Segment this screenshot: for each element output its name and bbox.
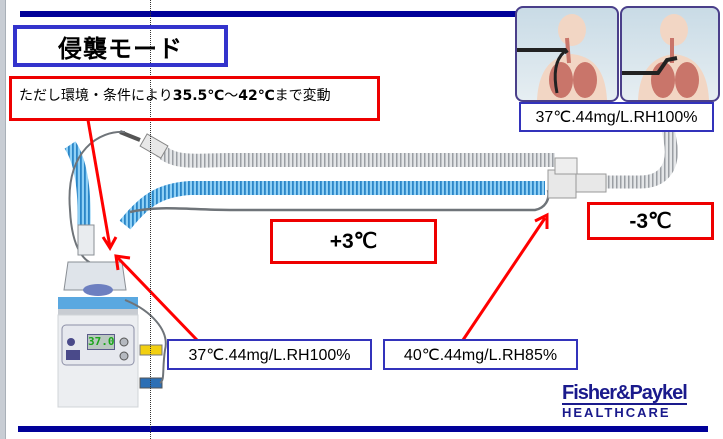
patient-anatomy-icon xyxy=(622,14,709,100)
patient-condition-label: 37℃.44mg/L.RH100% xyxy=(519,102,714,132)
humidifier xyxy=(57,224,139,408)
fisher-paykel-logo: Fisher&Paykel HEALTHCARE xyxy=(562,383,712,423)
y-piece xyxy=(547,157,607,199)
inspiratory-tube xyxy=(64,141,545,230)
circuit-temp-rise-label: +3℃ xyxy=(270,219,437,264)
note-suffix: まで変動 xyxy=(274,88,331,104)
patient-limb-tube xyxy=(605,108,678,189)
yellow-probe-connector xyxy=(139,344,163,356)
chamber-outlet-condition-label: 37℃.44mg/L.RH100% xyxy=(167,339,372,370)
tracheostomy-patient-illustration xyxy=(620,6,720,102)
note-high-temp: 42℃ xyxy=(238,88,275,104)
expiratory-tube xyxy=(119,130,555,168)
annotation-arrows xyxy=(86,119,549,342)
heater-wire xyxy=(129,189,550,214)
sensor-cable xyxy=(68,130,126,266)
bottom-rule xyxy=(18,426,708,432)
blue-probe-connector xyxy=(139,377,163,389)
note-prefix: ただし環境・条件により xyxy=(19,88,173,104)
slide-left-edge xyxy=(0,0,6,439)
patient-anatomy-icon xyxy=(517,14,607,100)
temperature-range-note: ただし環境・条件により35.5℃～42℃まで変動 xyxy=(9,76,380,121)
circuit-end-condition-label: 40℃.44mg/L.RH85% xyxy=(383,339,578,370)
top-rule xyxy=(20,11,525,17)
layout-guide-line xyxy=(150,0,151,439)
intubated-patient-illustration xyxy=(515,6,619,102)
logo-line2: HEALTHCARE xyxy=(562,405,671,420)
mode-title: 侵襲モード xyxy=(13,25,228,67)
humidifier-temp-display: 37.0 xyxy=(87,334,115,350)
logo-line1: Fisher&Paykel xyxy=(562,382,688,405)
patient-temp-drop-label: -3℃ xyxy=(587,202,714,240)
note-tilde: ～ xyxy=(224,88,239,104)
note-low-temp: 35.5℃ xyxy=(172,88,225,104)
